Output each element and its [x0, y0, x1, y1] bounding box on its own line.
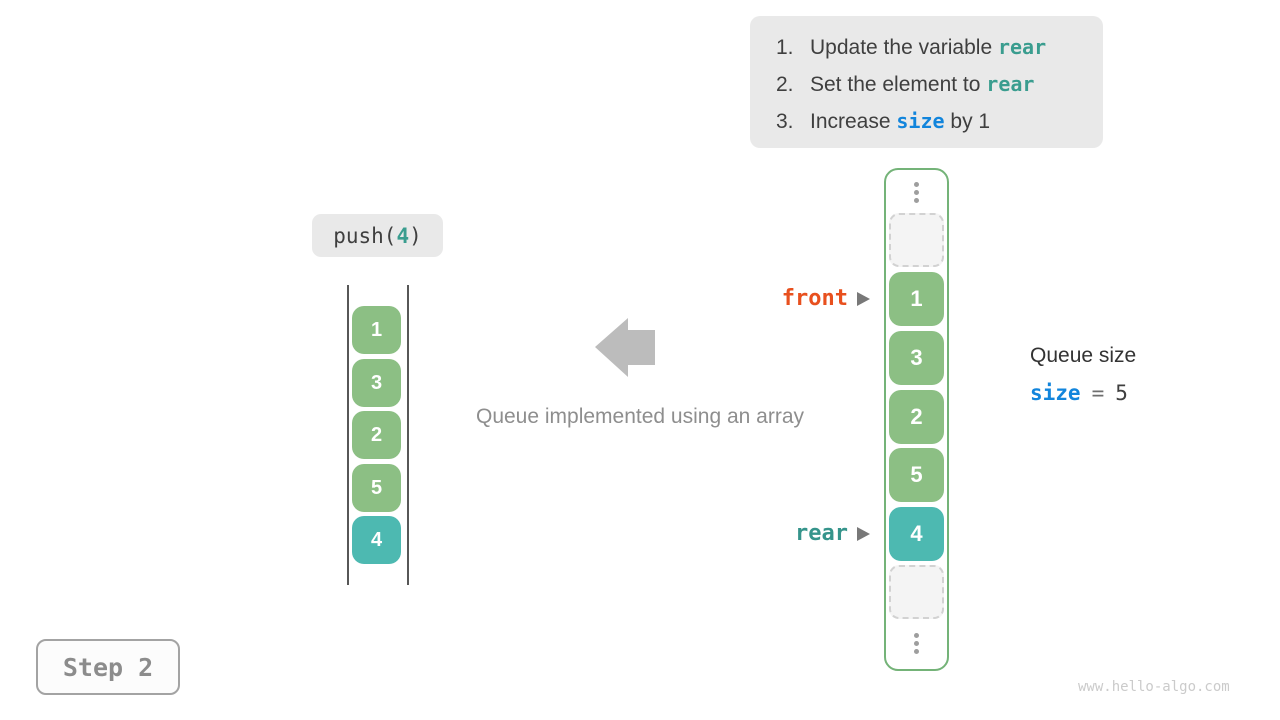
queue-rail-right	[407, 285, 409, 585]
front-pointer: front	[770, 285, 870, 313]
queue-size-title: Queue size	[1030, 344, 1137, 367]
instruction-text: Update the variable rear	[810, 35, 1047, 59]
queue-item: 2	[352, 411, 401, 459]
array-cell-empty	[889, 565, 944, 619]
queue-item: 3	[352, 359, 401, 407]
code-token-rear: rear	[997, 35, 1047, 59]
instruction-number: 1.	[776, 36, 794, 59]
queue-item-highlighted: 4	[352, 516, 401, 564]
front-pointer-label: front	[781, 286, 848, 311]
block-arrow-left-icon	[595, 318, 655, 377]
ellipsis-top-icon	[886, 182, 947, 203]
array-cell: 5	[889, 448, 944, 502]
array-container: 1 3 2 5 4	[884, 168, 949, 671]
pointer-arrow-icon	[857, 292, 870, 306]
array-cell: 1	[889, 272, 944, 326]
code-token-rear: rear	[986, 72, 1035, 96]
instruction-step-3: 3. Increase size by 1	[776, 109, 1103, 146]
code-token-size: size	[896, 109, 945, 133]
equals-sign: =	[1091, 381, 1105, 405]
array-cell-empty	[889, 213, 944, 267]
size-value: 5	[1115, 381, 1128, 405]
size-variable: size	[1030, 381, 1081, 405]
instruction-text: Set the element to rear	[810, 72, 1035, 96]
pointer-arrow-icon	[857, 527, 870, 541]
step-badge: Step 2	[36, 639, 180, 695]
push-argument: 4	[396, 223, 410, 248]
queue-rail-left	[347, 285, 349, 585]
queue-item: 1	[352, 306, 401, 354]
instruction-step-2: 2. Set the element to rear	[776, 72, 1103, 109]
diagram-caption: Queue implemented using an array	[475, 405, 805, 428]
array-cell-rear: 4	[889, 507, 944, 561]
queue-size-block: Queue size size = 5	[1030, 344, 1136, 405]
ellipsis-bottom-icon	[886, 633, 947, 654]
rear-pointer: rear	[770, 520, 870, 548]
instruction-step-1: 1. Update the variable rear	[776, 35, 1103, 72]
instruction-text: Increase size by 1	[810, 109, 991, 133]
queue-item: 5	[352, 464, 401, 512]
array-cell: 2	[889, 390, 944, 444]
queue-size-expression: size = 5	[1030, 381, 1136, 405]
instruction-number: 2.	[776, 73, 794, 96]
instruction-number: 3.	[776, 110, 794, 133]
watermark: www.hello-algo.com	[1078, 679, 1230, 695]
push-operation-label: push(4)	[312, 214, 443, 257]
instruction-box: 1. Update the variable rear 2. Set the e…	[750, 16, 1103, 148]
rear-pointer-label: rear	[795, 521, 848, 546]
array-cell: 3	[889, 331, 944, 385]
